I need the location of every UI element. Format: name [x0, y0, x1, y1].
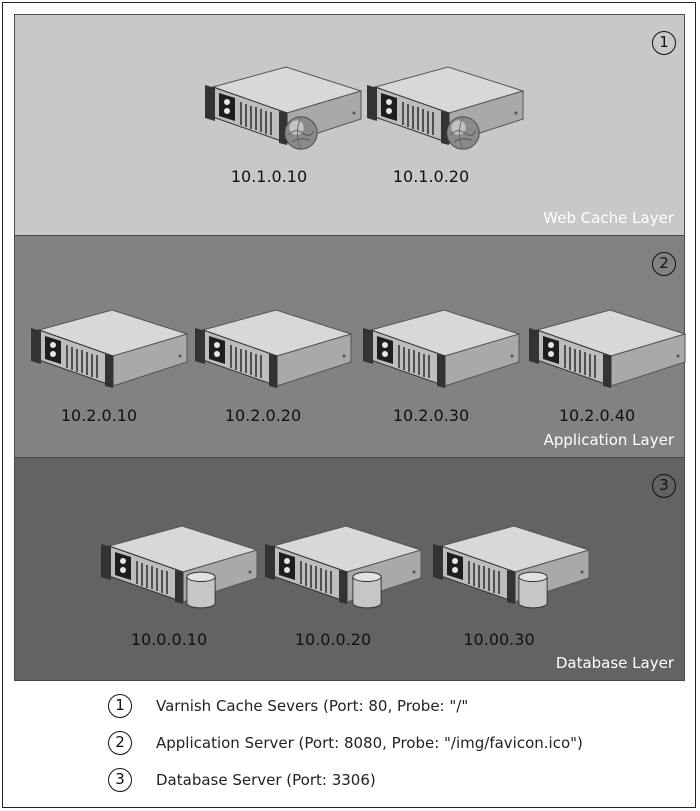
server-ip: 10.2.0.10	[60, 406, 138, 425]
legend-text: Varnish Cache Severs (Port: 80, Probe: "…	[156, 697, 469, 715]
layer-label: Database Layer	[555, 654, 674, 672]
server-ip: 10.2.0.40	[558, 406, 636, 425]
server-icon	[419, 524, 599, 614]
server-ip: 10.2.0.30	[392, 406, 470, 425]
application-layer: 2 10.2.0.10 10.2.0.20 10.2.0.30 10.2.0.4…	[14, 235, 685, 458]
legend-number: 2	[108, 731, 132, 755]
layer-badge-3: 3	[652, 474, 676, 498]
server-icon	[353, 65, 533, 155]
database-layer: 3 10.0.0.10 10.0.0.20 10.00.30 Database …	[14, 457, 685, 681]
server-icon	[349, 308, 529, 398]
server-ip: 10.1.0.20	[392, 167, 470, 186]
server-icon	[181, 308, 361, 398]
server-ip: 10.0.0.20	[294, 630, 372, 649]
legend-text: Application Server (Port: 8080, Probe: "…	[156, 734, 583, 752]
server-ip: 10.1.0.10	[230, 167, 308, 186]
server-ip: 10.2.0.20	[224, 406, 302, 425]
globe-icon	[283, 115, 319, 151]
database-icon	[185, 570, 217, 610]
legend-number: 1	[108, 694, 132, 718]
web-cache-layer: 1 10.1.0.10 10.1.0.20 Web Cache Layer	[14, 14, 685, 236]
legend-text: Database Server (Port: 3306)	[156, 771, 376, 789]
layer-badge-2: 2	[652, 252, 676, 276]
database-icon	[517, 570, 549, 610]
database-icon	[351, 570, 383, 610]
server-icon	[87, 524, 267, 614]
globe-icon	[445, 115, 481, 151]
legend-number: 3	[108, 768, 132, 792]
server-ip: 10.0.0.10	[130, 630, 208, 649]
server-ip: 10.00.30	[463, 630, 535, 649]
server-icon	[191, 65, 371, 155]
server-icon	[17, 308, 197, 398]
server-icon	[515, 308, 695, 398]
layer-badge-1: 1	[652, 31, 676, 55]
layer-label: Application Layer	[543, 431, 674, 449]
layer-label: Web Cache Layer	[543, 209, 674, 227]
server-icon	[251, 524, 431, 614]
